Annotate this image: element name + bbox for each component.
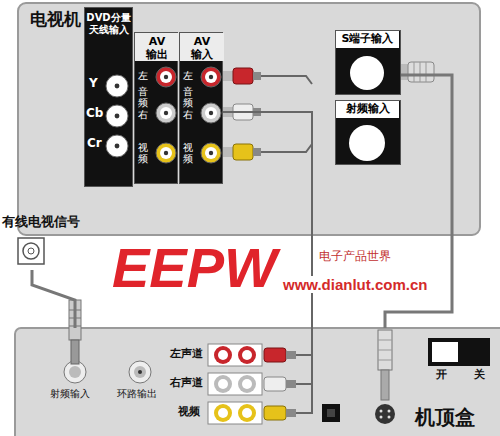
signal-name: Y — [89, 77, 98, 91]
port-heading: S端子输入 — [336, 32, 399, 45]
port-label: 视频 — [178, 406, 200, 419]
signal-cable — [32, 270, 75, 328]
channel-label: 左 — [138, 70, 148, 82]
port-label: 射频输入 — [50, 388, 90, 400]
signal-name: Cr — [87, 137, 102, 151]
switch-label: 开 — [436, 369, 447, 382]
channel-label: 音频 — [138, 86, 148, 108]
port-heading: AV 输出 — [142, 35, 172, 61]
channel-label: 右 — [138, 109, 148, 121]
port-heading: 射频输入 — [336, 102, 399, 115]
port-heading: AV 输入 — [187, 35, 217, 61]
channel-label: 音频 — [183, 86, 193, 108]
channel-label: 视频 — [183, 142, 193, 164]
watermark-text: 电子产品世界 — [318, 250, 392, 264]
channel-label: 左 — [183, 70, 193, 82]
watermark-logo: EEPW — [112, 236, 277, 300]
port-label: 环路输出 — [117, 388, 157, 400]
rf-input-box: 射频输入 — [335, 100, 401, 165]
port-heading: DVD分量 天线输入 — [86, 12, 131, 36]
source-label: 有线电视信号 — [2, 214, 80, 230]
watermark-url: www.dianlut.com.cn — [282, 276, 428, 293]
panel-title: 电视机 — [30, 9, 81, 29]
switch-label: 关 — [474, 369, 485, 382]
set-top-box-panel: 机顶盒 — [15, 328, 500, 436]
s-video-input-box: S端子输入 — [335, 30, 401, 95]
signal-name: Cb — [86, 107, 103, 121]
av-output-box: AV 输出左音频右视频 — [134, 32, 178, 184]
cable-tv-socket: 有线电视信号 — [2, 212, 112, 270]
channel-label: 右 — [183, 109, 193, 121]
port-label: 左声道 — [170, 348, 203, 361]
panel-title: 机顶盒 — [415, 405, 475, 429]
channel-label: 视频 — [138, 142, 148, 164]
av-input-box: AV 输入左音频右视频 — [179, 32, 223, 184]
component-input-box: DVD分量 天线输入 — [84, 7, 133, 187]
port-label: 右声道 — [170, 377, 203, 390]
